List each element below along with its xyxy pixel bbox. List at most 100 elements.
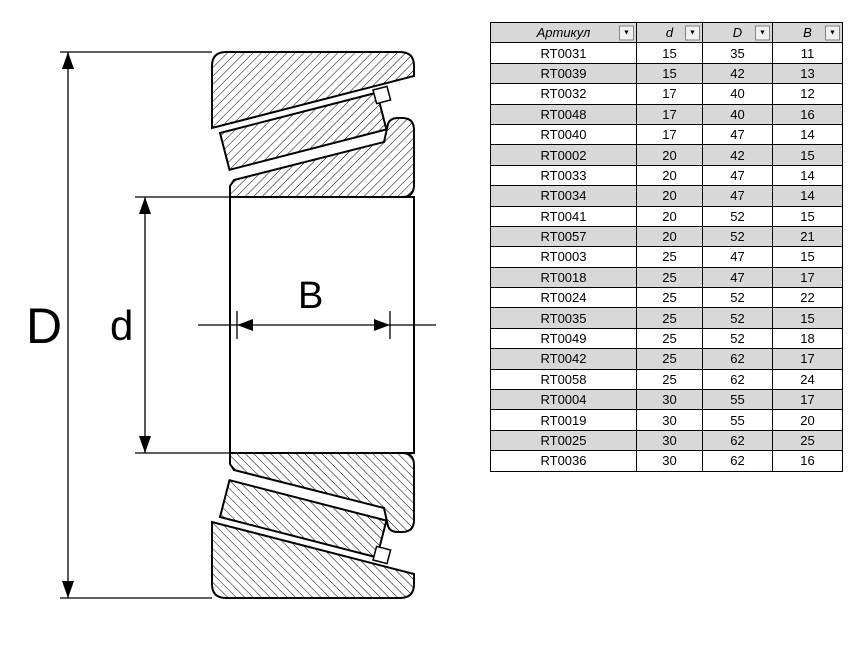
cell-value: 15 <box>772 205 843 227</box>
cell-value: 12 <box>772 83 843 105</box>
dimension-D: D <box>26 51 212 599</box>
cell-value: 62 <box>702 368 773 391</box>
cell-article: RT0002 <box>490 144 637 166</box>
cell-article: RT0004 <box>490 389 637 411</box>
bearing-bottom-half <box>211 452 415 599</box>
cell-value: 55 <box>702 409 773 431</box>
cell-value: 25 <box>636 246 703 268</box>
col-header-d: d ▼ <box>636 21 703 44</box>
cell-value: 24 <box>772 368 843 391</box>
cell-article: RT0033 <box>490 164 637 187</box>
cell-article: RT0042 <box>490 348 637 370</box>
cell-value: 35 <box>702 42 773 64</box>
cell-value: 52 <box>702 287 773 309</box>
cell-article: RT0024 <box>490 287 637 309</box>
cell-value: 25 <box>636 266 703 289</box>
cell-article: RT0057 <box>490 225 637 248</box>
dimension-label-d: d <box>110 302 133 349</box>
cage-section <box>372 85 392 105</box>
filter-dropdown-icon-artikul[interactable]: ▼ <box>619 25 634 41</box>
cell-value: 25 <box>636 287 703 309</box>
d-outer-arrowhead-top <box>62 52 74 69</box>
col-header-B: B ▼ <box>772 21 843 44</box>
col-header-artikul: Артикул ▼ <box>490 21 637 44</box>
cell-value: 20 <box>636 225 703 248</box>
cell-value: 47 <box>702 164 773 187</box>
col-label-d: d <box>665 25 674 41</box>
cell-value: 21 <box>772 225 843 248</box>
cell-value: 22 <box>772 287 843 309</box>
cell-article: RT0035 <box>490 307 637 329</box>
b-arrowhead-right <box>374 319 390 331</box>
cell-value: 30 <box>636 409 703 431</box>
cell-article: RT0019 <box>490 409 637 431</box>
filter-dropdown-icon-d[interactable]: ▼ <box>685 25 700 41</box>
spec-table: Артикул ▼ d ▼ D ▼ B ▼ <box>490 21 843 472</box>
cell-value: 52 <box>702 205 773 227</box>
cell-value: 11 <box>772 42 843 64</box>
cell-value: 42 <box>702 62 773 85</box>
cell-article: RT0039 <box>490 62 637 85</box>
inner-ring-section <box>229 117 415 198</box>
cell-value: 30 <box>636 429 703 452</box>
cell-value: 25 <box>636 368 703 391</box>
cell-value: 16 <box>772 450 843 472</box>
cell-value: 62 <box>702 429 773 452</box>
cell-article: RT0034 <box>490 185 637 207</box>
dimension-d: d <box>110 196 230 454</box>
cell-value: 47 <box>702 246 773 268</box>
cell-value: 40 <box>702 103 773 125</box>
cell-value: 17 <box>636 103 703 125</box>
b-arrowhead-left <box>237 319 253 331</box>
d-bore-arrowhead-bottom <box>139 436 151 453</box>
cell-value: 40 <box>702 83 773 105</box>
col-header-D: D ▼ <box>702 21 773 44</box>
cell-value: 52 <box>702 225 773 248</box>
col-label-D: D <box>732 25 743 41</box>
cell-value: 14 <box>772 164 843 187</box>
dimension-label-D: D <box>26 298 62 354</box>
cell-value: 17 <box>772 348 843 370</box>
cell-value: 52 <box>702 307 773 329</box>
cell-value: 14 <box>772 123 843 146</box>
cell-value: 17 <box>636 123 703 146</box>
cell-value: 20 <box>636 144 703 166</box>
cell-article: RT0040 <box>490 123 637 146</box>
cell-value: 17 <box>772 266 843 289</box>
cell-article: RT0058 <box>490 368 637 391</box>
bearing-top-half <box>211 51 415 198</box>
filter-dropdown-icon-B[interactable]: ▼ <box>825 25 840 41</box>
cell-article: RT0048 <box>490 103 637 125</box>
cell-value: 15 <box>636 62 703 85</box>
cell-value: 15 <box>772 144 843 166</box>
cell-article: RT0049 <box>490 327 637 350</box>
filter-dropdown-icon-D[interactable]: ▼ <box>755 25 770 41</box>
cell-value: 20 <box>636 185 703 207</box>
cell-value: 55 <box>702 389 773 411</box>
d-outer-arrowhead-bottom <box>62 581 74 598</box>
cell-article: RT0031 <box>490 42 637 64</box>
cell-value: 25 <box>772 429 843 452</box>
cell-value: 52 <box>702 327 773 350</box>
table-header-row: Артикул ▼ d ▼ D ▼ B ▼ <box>490 21 843 44</box>
cell-article: RT0018 <box>490 266 637 289</box>
col-label-B: B <box>803 25 812 41</box>
cell-value: 47 <box>702 266 773 289</box>
cell-value: 25 <box>636 307 703 329</box>
cell-value: 15 <box>636 42 703 64</box>
cell-value: 42 <box>702 144 773 166</box>
